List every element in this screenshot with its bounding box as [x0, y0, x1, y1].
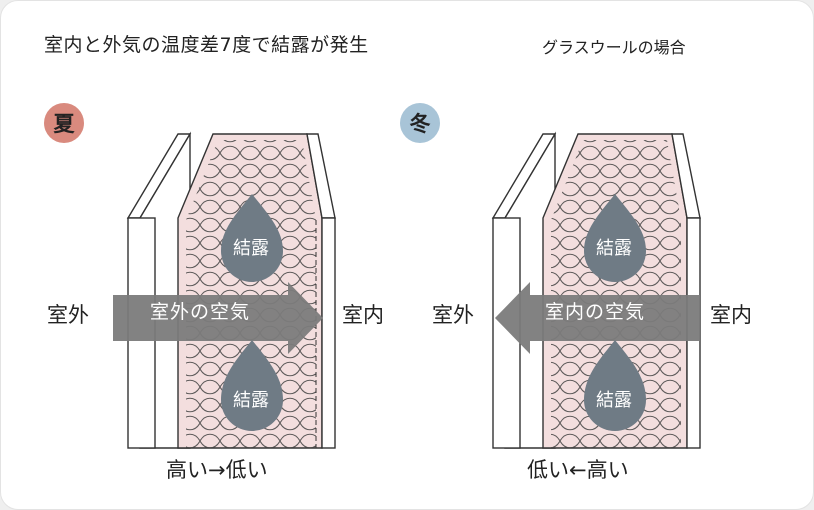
- summer-airflow-label: 室外の空気: [150, 301, 251, 323]
- summer-inner-board: [306, 133, 336, 449]
- summer-droplet-lower: [221, 340, 283, 431]
- winter-gradient-label: 低い←高い: [527, 458, 629, 482]
- summer-season-label: 夏: [53, 112, 75, 136]
- summer-condensation-lower: 結露: [233, 390, 269, 411]
- winter-airflow-arrow: [495, 282, 700, 354]
- winter-badge: 冬: [400, 103, 440, 143]
- winter-insulation: [542, 133, 688, 449]
- summer-condensation-upper: 結露: [233, 238, 269, 259]
- winter-wall: [491, 131, 701, 449]
- summer-inside-label: 室内: [342, 303, 384, 327]
- page-title: 室内と外気の温度差7度で結露が発生: [44, 34, 369, 56]
- winter-condensation-upper: 結露: [596, 238, 632, 259]
- summer-airflow-arrow: [113, 282, 323, 354]
- summer-gradient-label: 高い→低い: [166, 458, 268, 482]
- summer-droplet-upper: [221, 194, 283, 282]
- winter-droplet-upper: [584, 194, 646, 282]
- winter-outside-label: 室外: [432, 303, 474, 327]
- winter-droplet-lower: [584, 340, 646, 431]
- winter-inside-label: 室内: [710, 303, 752, 327]
- page-subtitle: グラスウールの場合: [542, 38, 686, 57]
- summer-wall: [113, 131, 336, 449]
- winter-season-label: 冬: [409, 112, 431, 136]
- winter-airflow-label: 室内の空気: [545, 301, 646, 323]
- summer-insulation: [177, 133, 323, 449]
- winter-condensation-lower: 結露: [596, 390, 632, 411]
- summer-badge: 夏: [44, 103, 84, 143]
- summer-outside-label: 室外: [47, 303, 89, 327]
